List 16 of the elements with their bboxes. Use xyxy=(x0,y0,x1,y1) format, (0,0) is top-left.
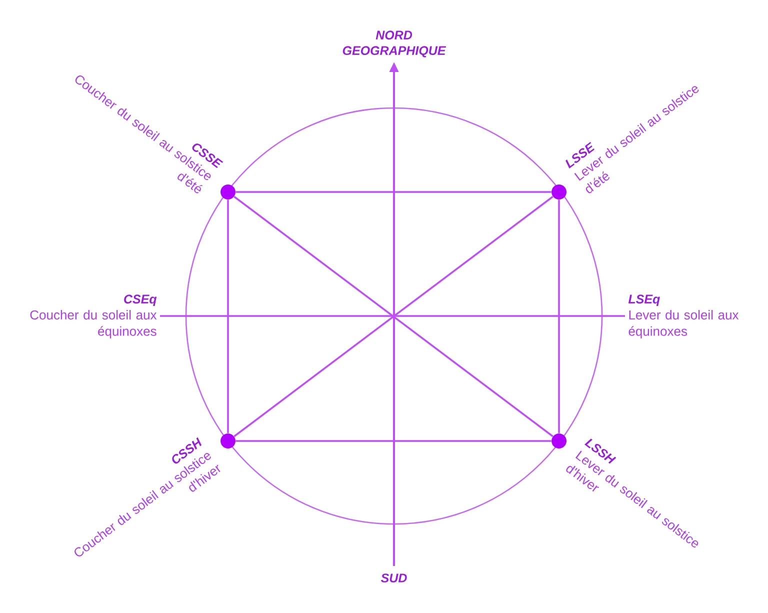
abbreviation-label: CSEq xyxy=(124,294,157,306)
point-dot xyxy=(552,434,566,448)
connector-line xyxy=(234,196,554,438)
description-label: Lever du soleil aux équinoxes xyxy=(628,310,739,338)
point-dot xyxy=(552,184,566,200)
direction-label: NORD GEOGRAPHIQUE xyxy=(342,30,446,58)
connector-line xyxy=(236,191,552,193)
connector-line xyxy=(160,315,625,317)
direction-label: SUD xyxy=(380,574,407,582)
point-dot xyxy=(220,434,236,448)
abbreviation-label: LSEq xyxy=(628,294,660,306)
connector-line xyxy=(236,440,552,442)
description-label: Coucher du soleil aux équinoxes xyxy=(30,310,157,338)
point-dot xyxy=(220,184,236,200)
connector-line xyxy=(227,200,229,434)
connector-line xyxy=(558,200,560,434)
